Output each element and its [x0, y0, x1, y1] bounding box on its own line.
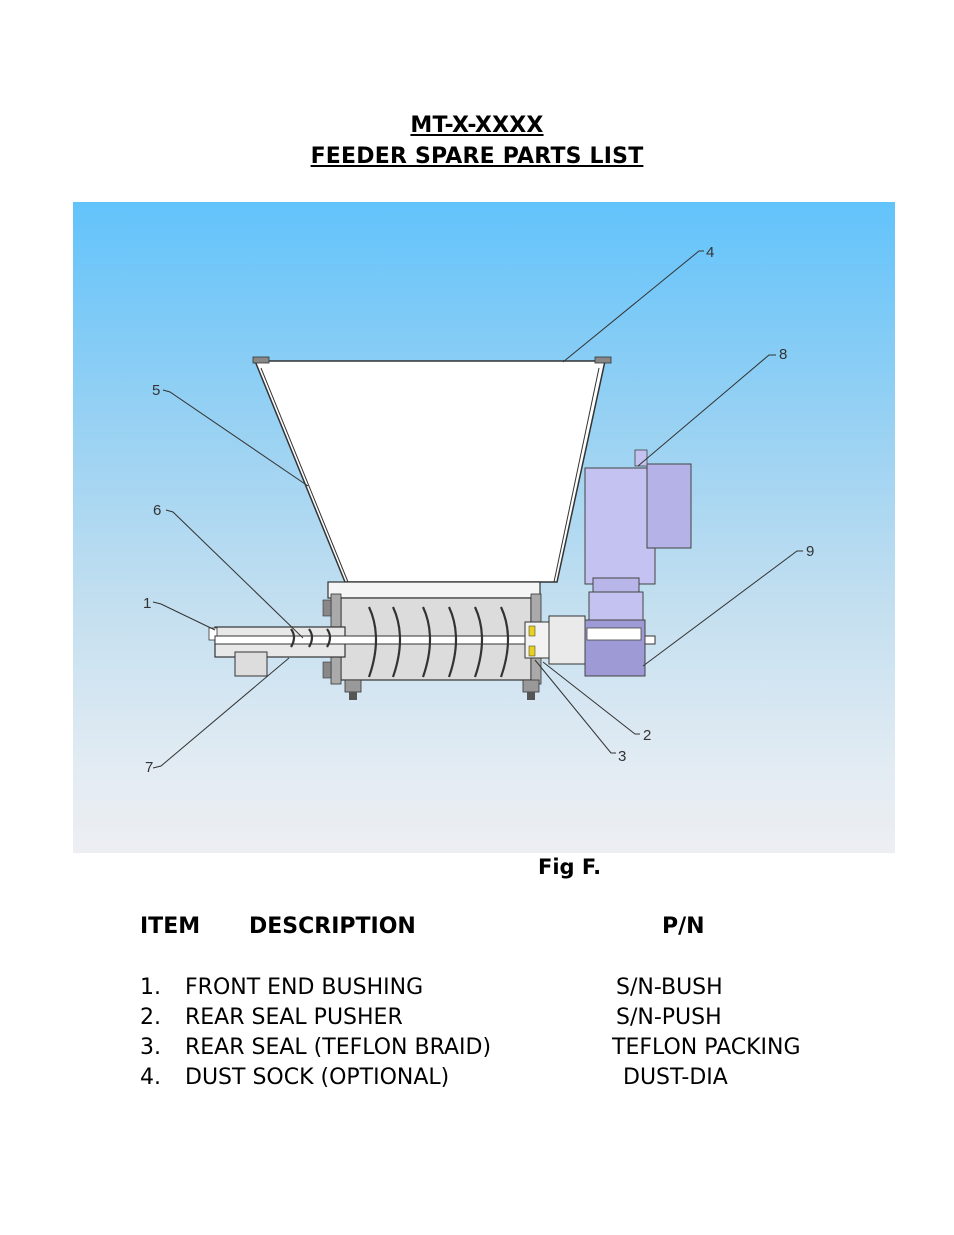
row-4-num: 4. [140, 1065, 161, 1090]
document-number: MT-X-XXXX [410, 113, 544, 138]
callout-6: 6 [153, 502, 161, 519]
callout-9: 9 [806, 543, 814, 560]
row-2-description: REAR SEAL PUSHER [185, 1005, 403, 1030]
row-2-pn: S/N-PUSH [616, 1005, 722, 1030]
hopper [252, 356, 612, 583]
callout-8: 8 [779, 346, 787, 363]
auger [214, 606, 656, 678]
seal-housing [524, 615, 586, 665]
row-3-pn: TEFLON PACKING [612, 1035, 801, 1060]
callout-leaders [152, 250, 803, 769]
row-1-pn: S/N-BUSH [616, 975, 723, 1000]
motor [584, 449, 692, 677]
header-pn: P/N [662, 914, 705, 939]
header-description: DESCRIPTION [249, 914, 416, 939]
row-3-num: 3. [140, 1035, 161, 1060]
callout-1: 1 [143, 595, 151, 612]
feeder-drawing: 1 2 3 4 5 6 7 8 9 [73, 202, 895, 853]
row-2-num: 2. [140, 1005, 161, 1030]
callout-7: 7 [145, 759, 153, 776]
callout-4: 4 [706, 244, 714, 261]
row-1-description: FRONT END BUSHING [185, 975, 424, 1000]
header-item: ITEM [140, 914, 201, 939]
callout-3: 3 [618, 748, 626, 765]
document-title: FEEDER SPARE PARTS LIST [310, 144, 644, 169]
row-1-num: 1. [140, 975, 161, 1000]
row-4-description: DUST SOCK (OPTIONAL) [185, 1065, 450, 1090]
feeder-drawing-svg: 1 2 3 4 5 6 7 8 9 [143, 244, 814, 776]
row-3-description: REAR SEAL (TEFLON BRAID) [185, 1035, 492, 1060]
figure-caption: Fig F. [538, 855, 602, 879]
callout-5: 5 [152, 382, 160, 399]
row-4-pn: DUST-DIA [623, 1065, 728, 1090]
callout-2: 2 [643, 727, 651, 744]
